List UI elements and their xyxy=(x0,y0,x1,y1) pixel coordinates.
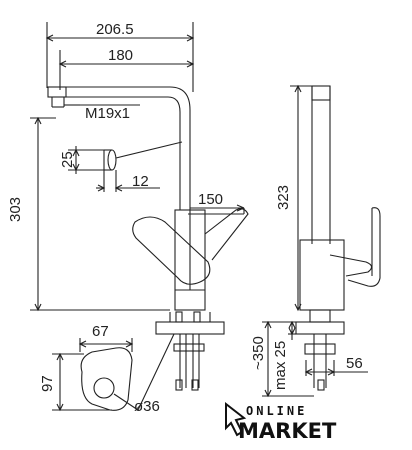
dim-180-lines xyxy=(58,50,195,90)
dim-303-lines xyxy=(30,116,170,312)
logo-line-market: MARKET xyxy=(238,419,337,443)
dim-206-5-lines xyxy=(45,22,195,92)
dim-150-label: 150 xyxy=(198,191,223,208)
body-front xyxy=(132,208,249,311)
aerator-detail xyxy=(68,141,183,192)
thread-label: M19x1 xyxy=(85,105,130,122)
dim-12-label: 12 xyxy=(132,173,149,190)
dim-25-aerator-label: 25 xyxy=(59,151,76,168)
dim-323-lines xyxy=(290,84,312,312)
base-top-view xyxy=(52,333,175,412)
hole-diameter-label: ø36 xyxy=(134,398,160,415)
dim-56-label: 56 xyxy=(346,355,363,372)
cursor-icon xyxy=(225,401,247,437)
dim-56-lines xyxy=(304,360,368,376)
dim-67-label: 67 xyxy=(92,323,109,340)
logo-line-online: ONLINE xyxy=(246,404,307,418)
onlinemarket-logo: ONLINE MARKET xyxy=(225,401,337,443)
side-view xyxy=(295,85,381,391)
dim-97-label: 97 xyxy=(39,375,56,392)
spout-outline xyxy=(47,86,191,290)
dim-206-5-label: 206.5 xyxy=(96,21,134,38)
dim-323-label: 323 xyxy=(275,185,292,210)
dim-180-label: 180 xyxy=(108,47,133,64)
base-front xyxy=(155,311,225,391)
dim-350-label: ~350 xyxy=(250,336,267,370)
dim-303-label: 303 xyxy=(7,197,24,222)
dim-350-lines xyxy=(262,320,314,398)
dim-max-25-label: max 25 xyxy=(272,341,289,390)
